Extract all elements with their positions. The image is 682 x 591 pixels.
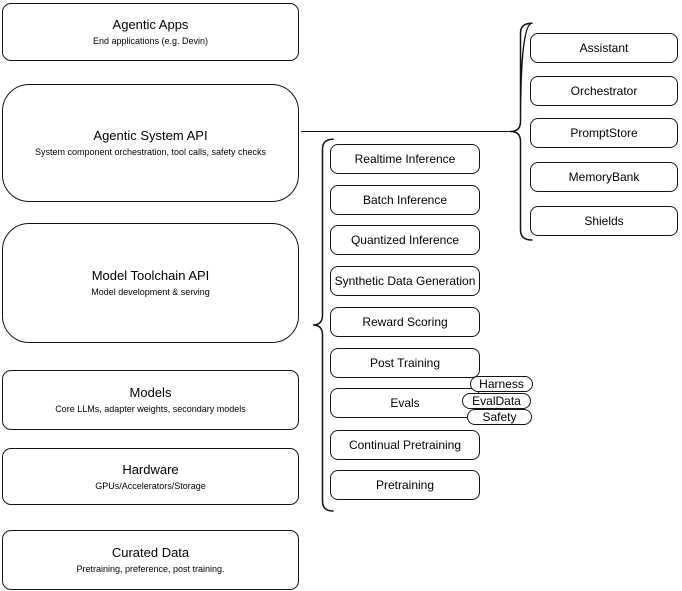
box-quantized-inference: Quantized Inference: [330, 225, 480, 255]
box-batch-inference: Batch Inference: [330, 185, 480, 215]
box-evals: Evals: [330, 388, 480, 418]
tag-label: Safety: [482, 410, 517, 424]
box-subtitle: System component orchestration, tool cal…: [34, 147, 267, 157]
box-memorybank: MemoryBank: [530, 162, 678, 192]
node-label: Pretraining: [375, 478, 435, 492]
node-label: Assistant: [579, 41, 629, 55]
tag-label: EvalData: [472, 394, 521, 408]
tag-evaldata: EvalData: [462, 393, 531, 409]
node-label: Continual Pretraining: [348, 438, 462, 452]
tag-harness: Harness: [470, 376, 533, 392]
node-label: MemoryBank: [568, 170, 640, 184]
node-label: Post Training: [369, 356, 441, 370]
node-label: Orchestrator: [570, 84, 638, 98]
node-label: Quantized Inference: [350, 233, 460, 247]
box-post-training: Post Training: [330, 348, 480, 378]
box-agentic-system-api: Agentic System API System component orch…: [2, 84, 299, 202]
node-label: Batch Inference: [362, 193, 448, 207]
box-synthetic-data-generation: Synthetic Data Generation: [330, 266, 480, 296]
node-label: Synthetic Data Generation: [334, 274, 476, 288]
box-shields: Shields: [530, 206, 678, 236]
tag-safety: Safety: [467, 409, 532, 425]
box-orchestrator: Orchestrator: [530, 76, 678, 106]
box-subtitle: Model development & serving: [91, 287, 210, 297]
box-promptstore: PromptStore: [530, 118, 678, 148]
box-title: Models: [129, 385, 172, 400]
node-label: Realtime Inference: [354, 152, 456, 166]
node-label: Evals: [390, 396, 420, 410]
node-label: PromptStore: [570, 126, 638, 140]
node-label: Shields: [584, 214, 624, 228]
box-title: Hardware: [122, 461, 179, 477]
node-label: Reward Scoring: [362, 315, 448, 329]
brace-toolchain: [312, 138, 334, 512]
box-model-toolchain-api: Model Toolchain API Model development & …: [2, 223, 299, 343]
box-continual-pretraining: Continual Pretraining: [330, 430, 480, 460]
tag-label: Harness: [479, 377, 524, 391]
box-assistant: Assistant: [530, 33, 678, 63]
box-subtitle: GPUs/Accelerators/Storage: [95, 480, 206, 491]
box-subtitle: Pretraining, preference, post training.: [76, 564, 225, 574]
brace-system-components: [510, 22, 533, 241]
box-realtime-inference: Realtime Inference: [330, 144, 480, 174]
box-title: Agentic System API: [93, 128, 208, 143]
box-reward-scoring: Reward Scoring: [330, 307, 480, 337]
box-pretraining: Pretraining: [330, 470, 480, 500]
box-models: Models Core LLMs, adapter weights, secon…: [2, 370, 299, 430]
box-title: Model Toolchain API: [91, 268, 210, 283]
box-agentic-apps: Agentic Apps End applications (e.g. Devi…: [2, 3, 299, 61]
box-subtitle: End applications (e.g. Devin): [92, 36, 209, 46]
connector-system-api-to-components: [301, 130, 511, 132]
box-title: Agentic Apps: [112, 17, 189, 32]
box-title: Curated Data: [111, 545, 190, 560]
box-curated-data: Curated Data Pretraining, preference, po…: [2, 530, 299, 590]
box-subtitle: Core LLMs, adapter weights, secondary mo…: [55, 404, 246, 414]
box-hardware: Hardware GPUs/Accelerators/Storage: [2, 448, 299, 505]
